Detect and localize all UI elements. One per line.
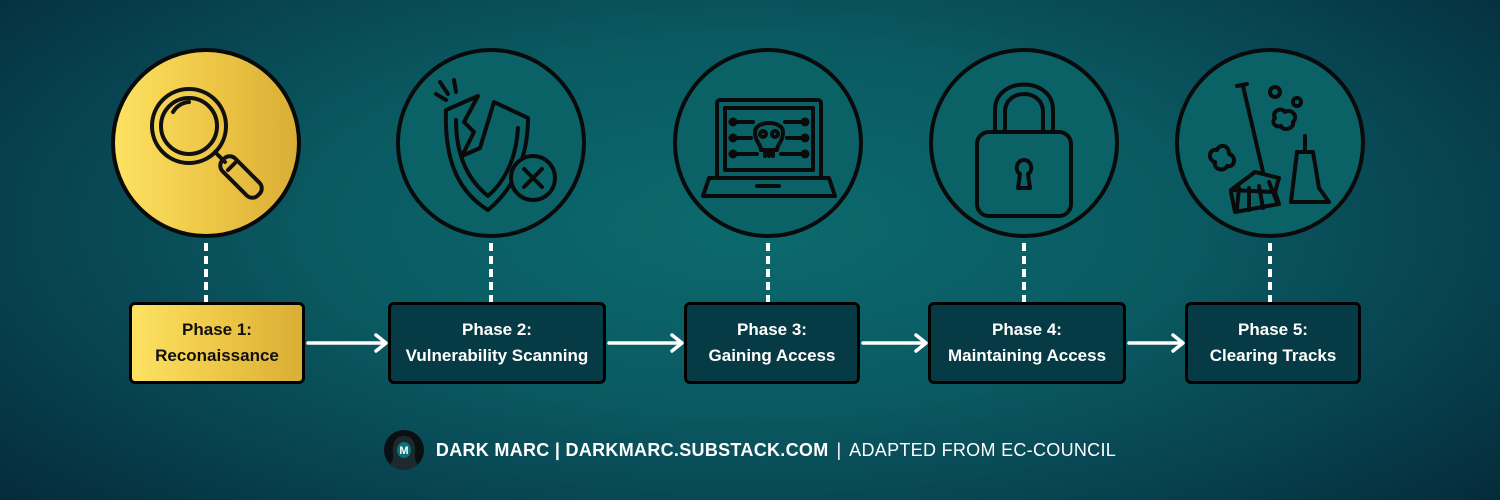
phase-4-icon-circle [929, 48, 1119, 238]
avatar-letter: M [399, 445, 408, 457]
avatar: M [383, 430, 424, 470]
phase-5-box: Phase 5: Clearing Tracks [1185, 302, 1361, 384]
arrow-4-to-5 [1127, 333, 1185, 353]
phase-3-connector [766, 243, 770, 303]
footer-separator: | [836, 439, 842, 460]
phase-5-icon-circle [1175, 48, 1365, 238]
phase-5-title: Clearing Tracks [1209, 346, 1337, 365]
hooded-figure-icon: M [387, 436, 420, 470]
phase-2-number: Phase 2: [462, 320, 532, 339]
phase-1-number: Phase 1: [182, 320, 252, 339]
arrow-1-to-2 [306, 333, 388, 353]
laptop-skull-icon [701, 98, 837, 198]
phase-1-connector [204, 243, 208, 303]
phase-1-title: Reconaissance [155, 346, 279, 365]
phase-3-number: Phase 3: [737, 320, 807, 339]
phase-3-icon-circle [673, 48, 863, 238]
phase-5-connector [1268, 243, 1272, 303]
phase-4-box: Phase 4: Maintaining Access [928, 302, 1126, 384]
phase-4-number: Phase 4: [992, 320, 1062, 339]
phase-4-title: Maintaining Access [947, 346, 1107, 365]
phase-3-title: Gaining Access [708, 346, 836, 365]
phase-2-icon-circle [396, 48, 586, 238]
padlock-icon [975, 82, 1073, 218]
phase-2-title: Vulnerability Scanning [405, 346, 589, 365]
broken-shield-icon [434, 78, 557, 212]
phase-5-number: Phase 5: [1238, 320, 1308, 339]
phase-2-connector [489, 243, 493, 303]
magnifying-glass-icon [150, 87, 264, 200]
brand-text: DARK MARC | DARKMARC.SUBSTACK.COM [435, 439, 829, 460]
adapted-from-text: ADAPTED FROM EC-COUNCIL [849, 439, 1117, 460]
phase-2-box: Phase 2: Vulnerability Scanning [388, 302, 606, 384]
broom-cleaning-icon [1208, 82, 1331, 214]
phase-4-connector [1022, 243, 1026, 303]
arrow-3-to-4 [861, 333, 928, 353]
arrow-2-to-3 [607, 333, 684, 353]
phase-1-icon-circle [111, 48, 301, 238]
phase-1-box: Phase 1: Reconaissance [129, 302, 305, 384]
phase-3-box: Phase 3: Gaining Access [684, 302, 860, 384]
footer-credit: M DARK MARC | DARKMARC.SUBSTACK.COM | AD… [0, 430, 1500, 470]
